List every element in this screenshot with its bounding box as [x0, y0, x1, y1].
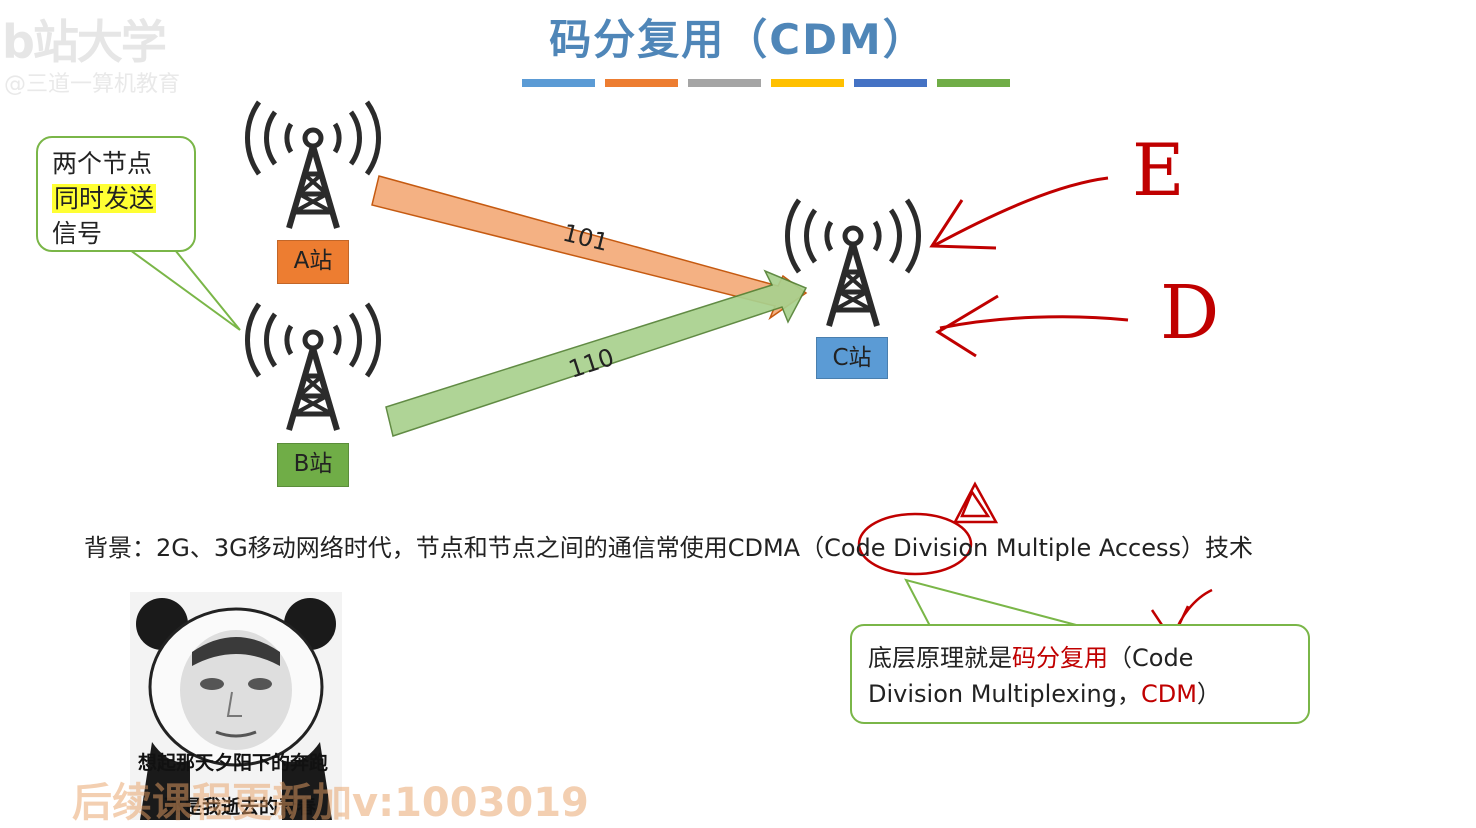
color-bar-4: [771, 79, 844, 87]
station-label-c: C站: [816, 337, 888, 379]
cdma-circle-annotation: [857, 512, 973, 576]
color-bar-1: [522, 79, 595, 87]
callout-pointer: [126, 249, 241, 331]
page-title: 码分复用（CDM）: [549, 15, 927, 64]
handwritten-letter-d: D: [1160, 270, 1219, 356]
handwritten-arrow-d: [939, 315, 1129, 330]
meme-caption-1: 想起那天夕阳下的奔跑: [138, 752, 329, 774]
station-label-a: A站: [277, 240, 349, 284]
note-highlight: 码分复用: [1012, 644, 1108, 672]
background-description: 背景：2G、3G移动网络时代，节点和节点之间的通信常使用CDMA（Code Di…: [84, 534, 1254, 562]
bottom-watermark: 后续课程更新加v:1003019: [72, 780, 589, 826]
tower-a-icon: [247, 102, 378, 228]
callout-box: 两个节点 同时发送 信号: [36, 136, 196, 252]
station-label-b: B站: [277, 443, 349, 487]
note-line2-b: ）: [1196, 680, 1221, 708]
color-bar-5: [854, 79, 927, 87]
note-line2-red: CDM: [1140, 680, 1197, 708]
triangle-annotation: [952, 481, 999, 524]
handwritten-letter-e: E: [1132, 128, 1185, 212]
tower-c-icon: [787, 200, 918, 326]
note-box: 底层原理就是码分复用（Code Division Multiplexing，CD…: [850, 624, 1310, 724]
color-bar-6: [937, 79, 1010, 87]
callout-line-3: 信号: [52, 219, 103, 248]
note-mid: （Code: [1108, 644, 1194, 672]
callout-line-2-highlight: 同时发送: [52, 184, 157, 213]
note-line2-a: Division Multiplexing，: [868, 680, 1141, 708]
brand-watermark: b站大学: [2, 15, 167, 69]
color-bar-3: [688, 79, 761, 87]
tower-b-icon: [247, 304, 378, 430]
callout-line-1: 两个节点: [52, 149, 153, 178]
color-bar-2: [605, 79, 678, 87]
brand-watermark-sub: @三道一算机教育: [4, 72, 181, 97]
title-color-bars: [522, 79, 1010, 87]
note-pointer: [904, 578, 1081, 627]
meme-caption-2: 那是我逝去的青春: [164, 796, 317, 818]
handwritten-arrow-e: [934, 176, 1109, 247]
meme-image: 想起那天夕阳下的奔跑 那是我逝去的青春: [130, 592, 342, 820]
panda-face-icon: [136, 598, 336, 820]
note-prefix: 底层原理就是: [868, 644, 1012, 672]
signal-arrow-b: [385, 269, 808, 437]
